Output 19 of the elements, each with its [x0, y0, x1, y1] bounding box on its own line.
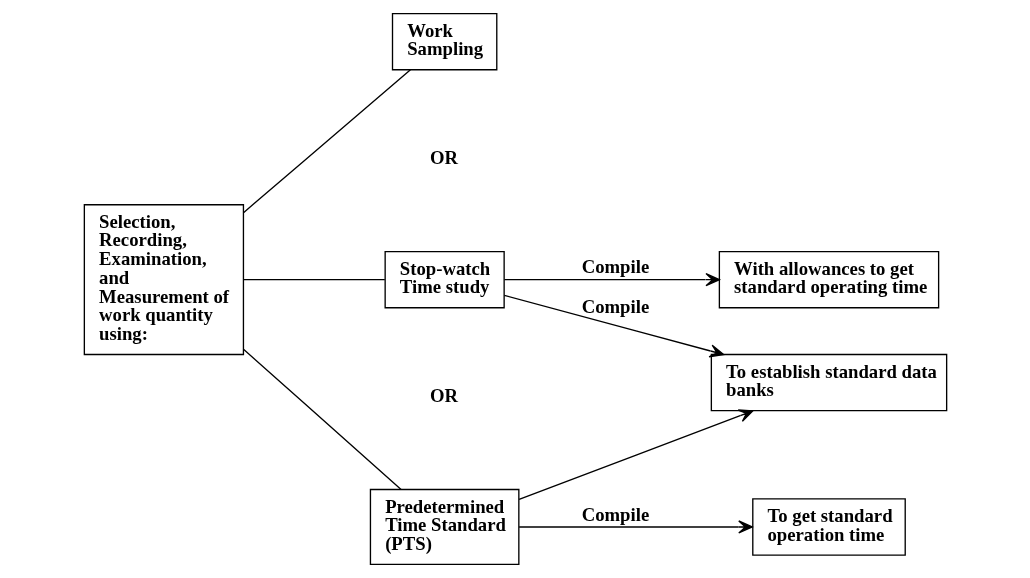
label: OR [429, 147, 458, 169]
node-box: With allowances to get standard operating time [718, 250, 939, 309]
node-box: To get standard operation time [751, 498, 906, 556]
node-box: Stop-watch Time study [383, 250, 505, 309]
arrow [503, 294, 724, 358]
arrow [503, 272, 720, 287]
node-box: To establish standard data banks [710, 353, 947, 412]
node-box: Work Sampling [391, 12, 497, 71]
arrow [517, 409, 753, 500]
arrow [517, 520, 753, 534]
edge-label: Compile [581, 256, 649, 278]
edge-label: Compile [581, 296, 649, 318]
connector [242, 348, 402, 491]
node-box: Predetermined Time Standard (PTS) [369, 488, 519, 566]
connector [242, 278, 385, 281]
edge-label: Compile [581, 503, 649, 525]
connector [242, 69, 411, 214]
label: OR [429, 385, 458, 407]
node-box: Selection, Recording, Examination, and Measurement of work quantity using: [83, 204, 244, 356]
